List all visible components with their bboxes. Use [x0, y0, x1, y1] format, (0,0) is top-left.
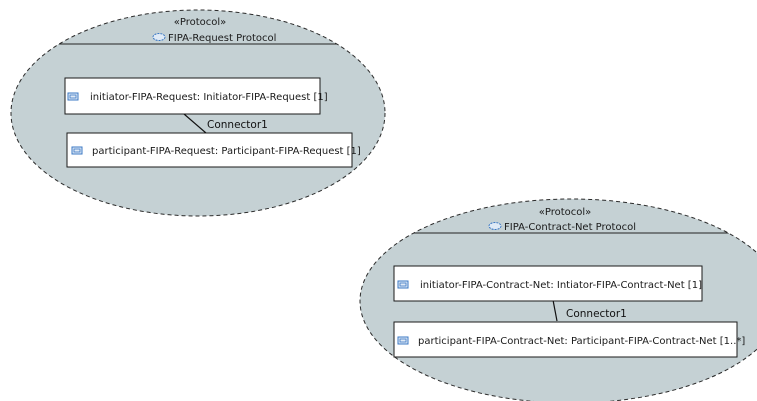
connector-label: Connector1 [207, 119, 268, 131]
protocol-fipa-request[interactable]: «Protocol» FIPA-Request Protocol Connect… [0, 9, 400, 217]
protocol-fipa-contract-net[interactable]: «Protocol» FIPA-Contract-Net Protocol Co… [340, 198, 757, 401]
protocol-stereotype: «Protocol» [539, 207, 592, 218]
part-icon [67, 92, 79, 101]
part-label: initiator-FIPA-Request: Initiator-FIPA-R… [90, 92, 328, 103]
part-label: participant-FIPA-Request: Participant-FI… [92, 146, 361, 157]
connector-line[interactable] [552, 299, 558, 322]
protocol-stereotype: «Protocol» [174, 17, 227, 28]
part-participant[interactable]: participant-FIPA-Request: Participant-FI… [66, 132, 361, 168]
part-icon [397, 336, 409, 345]
part-initiator[interactable]: initiator-FIPA-Request: Initiator-FIPA-R… [64, 77, 328, 115]
collaboration-icon [488, 222, 502, 230]
part-initiator[interactable]: initiator-FIPA-Contract-Net: Intiator-FI… [393, 265, 703, 302]
collaboration-icon [152, 33, 166, 41]
part-icon [71, 146, 83, 155]
connector-line[interactable] [183, 113, 207, 134]
part-label: participant-FIPA-Contract-Net: Participa… [418, 336, 745, 347]
connector-label: Connector1 [566, 308, 627, 320]
part-label: initiator-FIPA-Contract-Net: Intiator-FI… [420, 280, 702, 291]
protocol-name: FIPA-Contract-Net Protocol [504, 222, 636, 233]
protocol-name: FIPA-Request Protocol [168, 33, 276, 44]
part-participant[interactable]: participant-FIPA-Contract-Net: Participa… [393, 321, 745, 358]
part-icon [397, 280, 409, 289]
